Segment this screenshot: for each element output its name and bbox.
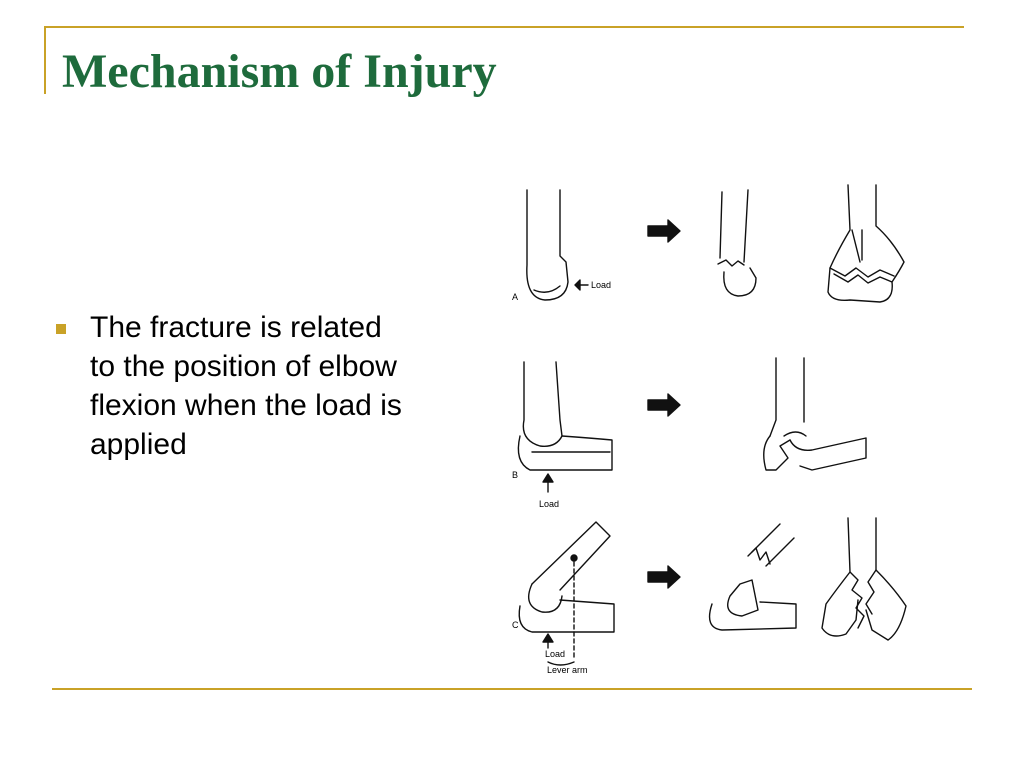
humerus-c-mid-shaft bbox=[751, 523, 795, 567]
panel-a: Load A bbox=[512, 184, 905, 303]
bullet-line-4: applied bbox=[90, 428, 187, 461]
bullet-line-3: flexion when the load is bbox=[90, 389, 402, 422]
transition-arrow-a bbox=[647, 219, 681, 243]
load-label-c: Load bbox=[545, 649, 565, 659]
transition-arrow-b bbox=[647, 393, 681, 417]
panel-a-label: A bbox=[512, 292, 518, 302]
condyle-a-mid bbox=[723, 267, 757, 297]
load-label-a: Load bbox=[591, 280, 611, 290]
load-label-b: Load bbox=[539, 499, 559, 509]
fracture-fragment-b bbox=[763, 435, 791, 471]
forearm-c-left bbox=[518, 599, 615, 633]
bullet-square-icon bbox=[56, 324, 66, 334]
condyle-c-mid bbox=[727, 579, 759, 617]
humerus-c-left bbox=[531, 521, 611, 591]
condyle-c-left bbox=[528, 583, 563, 613]
humerus-b-left bbox=[522, 361, 563, 447]
forearm-c-mid bbox=[708, 601, 797, 631]
lever-arm-label: Lever arm bbox=[547, 665, 588, 675]
load-arrow-a bbox=[574, 279, 589, 291]
transition-arrow-c bbox=[647, 565, 681, 589]
bottom-rule bbox=[52, 688, 972, 690]
fracture-line-c-mid bbox=[747, 547, 771, 565]
humerus-b-mid bbox=[769, 357, 805, 437]
panel-c: Load Lever arm C bbox=[512, 517, 907, 675]
humerus-a-left bbox=[526, 189, 569, 301]
panel-b: Load B bbox=[512, 357, 867, 509]
condyle-b-mid bbox=[783, 431, 807, 437]
top-rule bbox=[44, 26, 964, 28]
ap-inner-lines-a bbox=[851, 229, 863, 263]
fracture-mechanism-figure: Load A Load B Load L bbox=[512, 184, 907, 675]
forearm-b-mid bbox=[789, 437, 867, 471]
left-rule bbox=[44, 26, 46, 94]
fracture-line-c-ap bbox=[849, 571, 865, 629]
pivot-point-c bbox=[570, 554, 578, 562]
humerus-a-mid-shaft bbox=[719, 189, 749, 263]
panel-c-label: C bbox=[512, 620, 519, 630]
forearm-b-left bbox=[517, 435, 613, 471]
panel-b-label: B bbox=[512, 470, 518, 480]
fracture-line-a-ap bbox=[829, 267, 895, 278]
load-arrow-c bbox=[542, 633, 554, 649]
bullet-text: The fracture is related to the position … bbox=[90, 308, 490, 464]
humerus-a-ap bbox=[827, 184, 905, 303]
fracture-line-a-mid bbox=[717, 259, 745, 267]
fracture-line-a-ap-2 bbox=[833, 273, 893, 284]
load-arrow-b bbox=[542, 473, 554, 493]
lever-arm-brace bbox=[547, 661, 575, 666]
bullet-line-1: The fracture is related bbox=[90, 311, 382, 344]
slide-title: Mechanism of Injury bbox=[62, 45, 497, 98]
ap-right-fragment-c bbox=[865, 517, 907, 641]
ap-left-fragment-c bbox=[821, 517, 859, 637]
bullet-line-2: to the position of elbow bbox=[90, 350, 397, 383]
condyle-line-a bbox=[533, 285, 561, 293]
fracture-line-c-ap-2 bbox=[865, 569, 877, 615]
